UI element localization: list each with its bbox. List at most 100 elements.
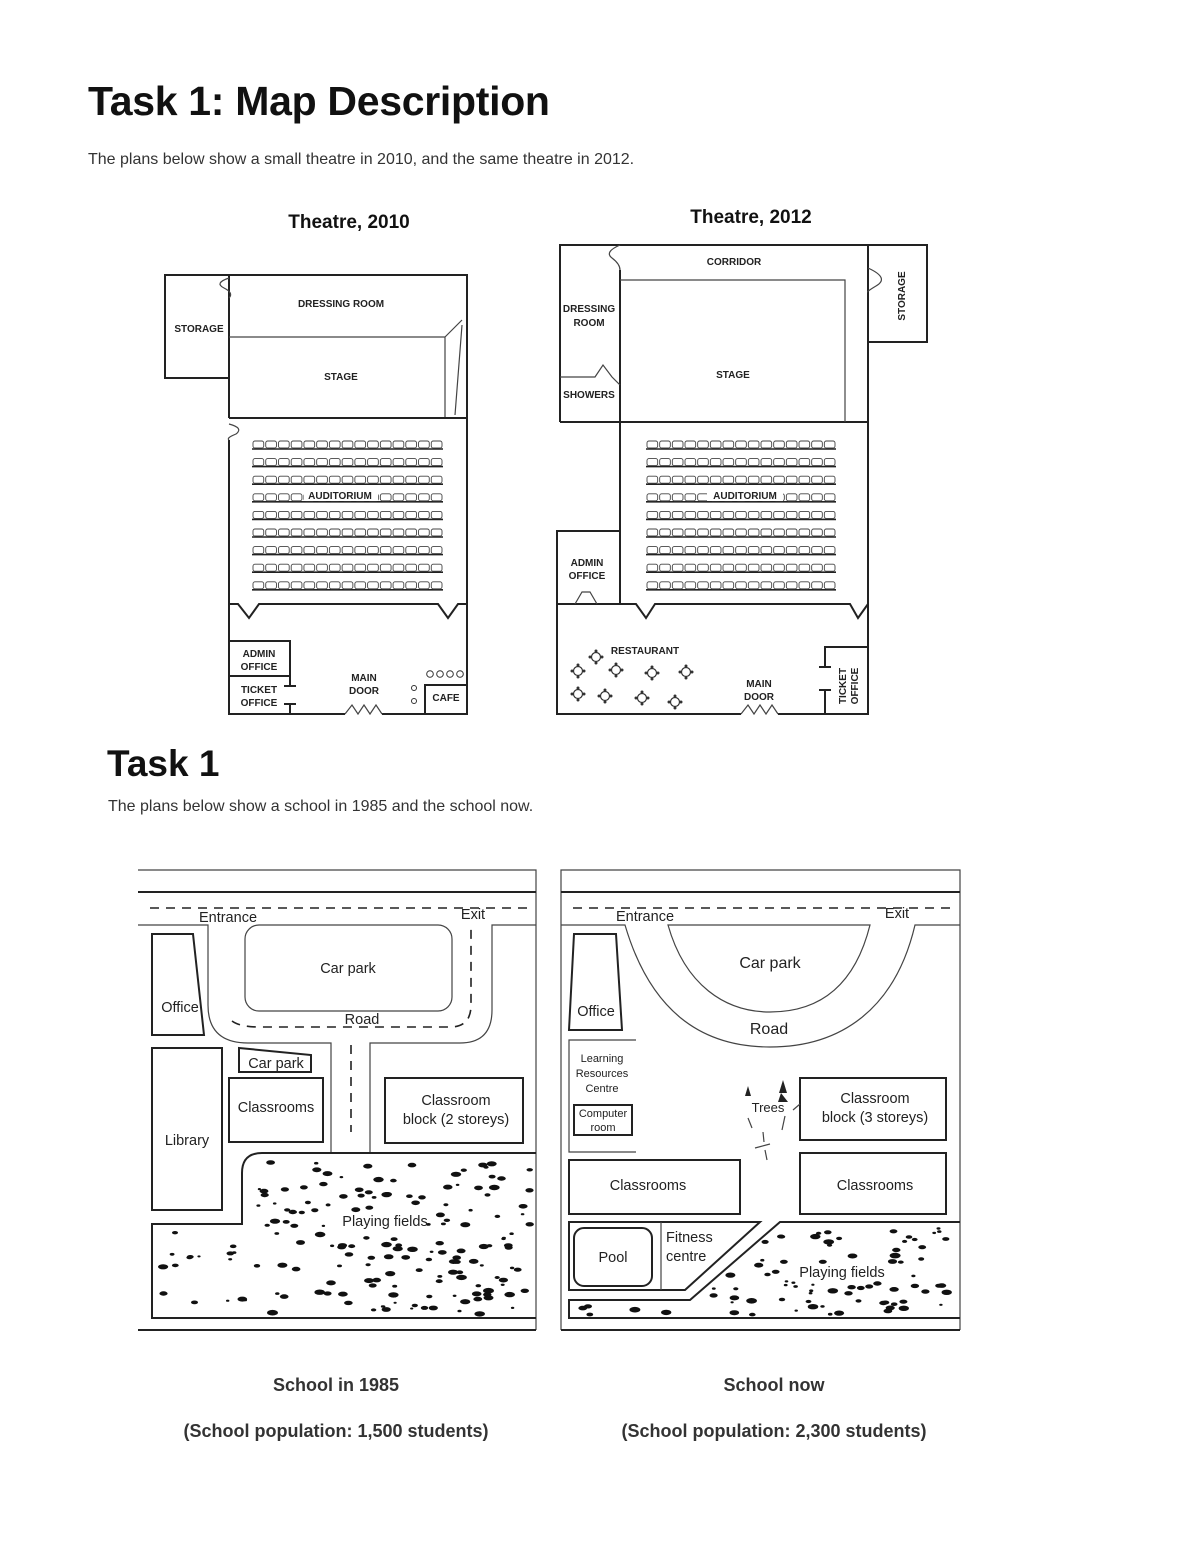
- field-dot: [344, 1252, 354, 1257]
- field-dot: [918, 1257, 925, 1261]
- seat: [760, 546, 773, 555]
- field-dot: [746, 1298, 757, 1304]
- seat: [760, 563, 773, 572]
- chair: [678, 670, 682, 674]
- field-dot: [456, 1274, 467, 1281]
- field-dot: [847, 1253, 858, 1259]
- seat: [773, 440, 785, 449]
- auditorium-label: AUDITORIUM: [308, 491, 372, 502]
- seat: [303, 510, 316, 519]
- seat: [773, 510, 785, 519]
- field-dot: [411, 1200, 420, 1206]
- seat: [252, 563, 265, 572]
- section-title: Task 1: [107, 743, 220, 784]
- seat: [823, 493, 836, 502]
- seat: [278, 440, 290, 449]
- seat: [328, 475, 341, 484]
- seat: [418, 581, 430, 590]
- seat: [684, 546, 697, 555]
- school-now-caption: School now: [723, 1375, 825, 1395]
- field-dot: [777, 1234, 785, 1239]
- field-dot: [827, 1312, 833, 1316]
- seat: [823, 563, 836, 572]
- seat: [418, 475, 430, 484]
- seat: [722, 475, 735, 484]
- main-door-icon: [344, 703, 383, 716]
- seat: [405, 440, 417, 449]
- seat: [278, 510, 290, 519]
- chair: [644, 671, 648, 675]
- seat: [785, 546, 798, 555]
- seat: [303, 546, 316, 555]
- seat: [379, 563, 392, 572]
- seat: [773, 475, 785, 484]
- seat: [252, 528, 265, 537]
- field-dot: [339, 1176, 344, 1179]
- seat: [811, 493, 823, 502]
- field-dot: [520, 1213, 525, 1216]
- field-dot: [344, 1300, 353, 1306]
- field-dot: [266, 1160, 275, 1165]
- seat: [316, 581, 328, 590]
- field-dot: [448, 1269, 459, 1275]
- seat: [430, 493, 443, 502]
- seat: [747, 528, 760, 537]
- field-dot: [911, 1237, 918, 1242]
- field-dot: [942, 1237, 950, 1241]
- field-dot: [504, 1291, 515, 1298]
- seat: [265, 510, 277, 519]
- seat: [697, 546, 709, 555]
- classrooms-right-label: Classrooms: [837, 1178, 914, 1194]
- seat: [278, 458, 290, 467]
- field-dot: [393, 1301, 397, 1304]
- main-road-edges: [561, 891, 960, 1331]
- field-dot: [725, 1272, 736, 1278]
- field-dot: [468, 1208, 473, 1212]
- field-dot: [322, 1171, 333, 1177]
- seat: [430, 528, 443, 537]
- seat: [659, 546, 671, 555]
- seat: [392, 563, 405, 572]
- seat: [798, 493, 811, 502]
- seat: [252, 510, 265, 519]
- field-dot: [939, 1303, 943, 1306]
- field-dot: [501, 1236, 506, 1240]
- main-door-icon: [740, 703, 779, 716]
- field-dot: [847, 1285, 856, 1290]
- field-dot: [380, 1305, 386, 1308]
- field-dot: [921, 1289, 930, 1294]
- seat: [418, 563, 430, 572]
- field-dot: [784, 1280, 789, 1283]
- field-dot: [887, 1259, 898, 1264]
- seat: [773, 563, 785, 572]
- seat-row: [646, 440, 836, 450]
- seat: [798, 475, 811, 484]
- seat-row: [646, 563, 836, 574]
- field-dot: [337, 1264, 342, 1268]
- classrooms-building: [228, 1077, 324, 1143]
- classroom-block-label-2: block (3 storeys): [822, 1110, 928, 1126]
- seat: [760, 581, 773, 590]
- library-building: [151, 1047, 223, 1211]
- chair: [588, 655, 592, 659]
- field-dot: [383, 1192, 392, 1197]
- ticket-office-label-1: TICKET: [838, 668, 849, 704]
- theatre-2012-plan: CORRIDOR DRESSING ROOM SHOWERS STAGE STO…: [556, 244, 928, 716]
- seat: [773, 546, 785, 555]
- field-dot: [771, 1269, 780, 1274]
- seat: [735, 581, 747, 590]
- seat-row: [646, 528, 836, 538]
- school-road-edges: [138, 924, 536, 1153]
- seat-row: [646, 475, 836, 486]
- seat: [316, 510, 328, 519]
- field-dot: [500, 1283, 505, 1287]
- field-dot: [171, 1263, 179, 1268]
- fitness-centre-label-1: Fitness: [666, 1230, 713, 1246]
- seat: [392, 493, 405, 502]
- seat: [760, 458, 773, 467]
- showers-wall: [560, 363, 621, 386]
- field-dot: [897, 1260, 904, 1264]
- seat: [722, 581, 735, 590]
- field-dot: [354, 1187, 364, 1193]
- dressing-room-label: DRESSING ROOM: [298, 299, 384, 310]
